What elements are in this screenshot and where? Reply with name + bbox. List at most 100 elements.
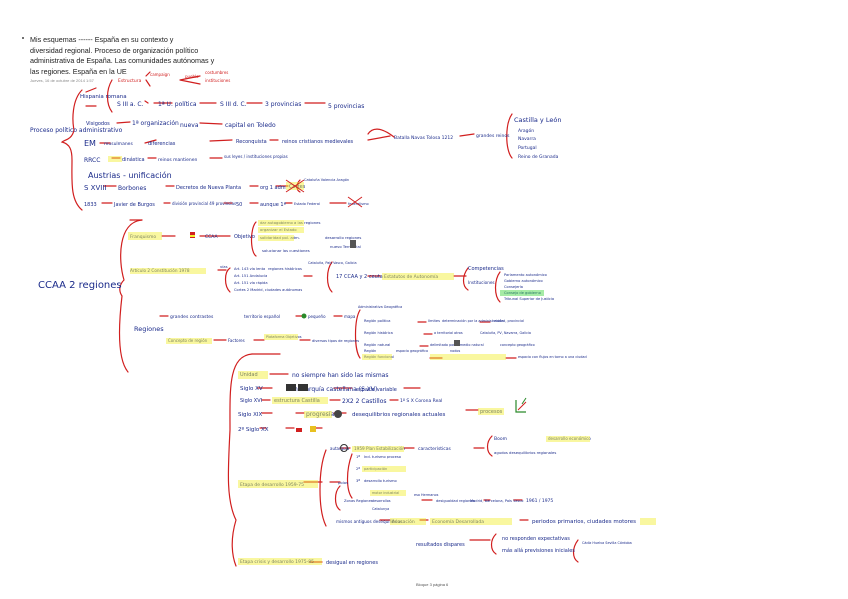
mm-costumbres: costumbres bbox=[205, 70, 228, 75]
mm-instituciones-top: instituciones bbox=[205, 78, 230, 83]
mm-periodos: periodos primarios, ciudades motores bbox=[532, 519, 636, 525]
mm-s3dc: S III d. C. bbox=[220, 101, 247, 108]
mm-root: Proceso político administrativo bbox=[30, 127, 123, 134]
mm-boom: Boom bbox=[494, 436, 507, 442]
mm-ccaa: CCAA bbox=[205, 234, 218, 240]
mm-leyes: sus leyes / instituciones propias bbox=[224, 154, 288, 159]
mm-hispania: Hispania romana bbox=[80, 94, 127, 100]
mm-obj5: solucionar las cuestiones bbox=[262, 248, 310, 253]
mm-v2: Art. 151 Andalucía bbox=[234, 274, 267, 278]
mm-no-responden: no responden expectativas bbox=[502, 536, 570, 542]
mm-zonas: Zonas Regiones bbox=[344, 499, 373, 503]
mm-reconquista: Reconquista bbox=[236, 139, 267, 145]
mm-obj6: nuevo Territorial bbox=[330, 244, 361, 249]
mm-portugal: Portugal bbox=[518, 145, 537, 151]
mm-granada: Reino de Granada bbox=[518, 154, 559, 160]
mm-ese: eso Hermanos bbox=[414, 493, 439, 497]
mm-organizacion: 1ª organización bbox=[132, 120, 179, 127]
mm-diversos: diversos tipos de regiones bbox=[312, 339, 359, 343]
mm-cinco-prov: 5 provincias bbox=[328, 103, 364, 110]
mm-prov1: 1ª U. política bbox=[158, 101, 197, 108]
mm-navarra: Navarra bbox=[518, 136, 536, 142]
mm-batalla: Batalla Navas Tolosa 1212 bbox=[394, 135, 453, 141]
mm-p2: 2ª bbox=[356, 467, 360, 471]
mm-s3: S III a. C. bbox=[117, 101, 144, 108]
mm-reinos-mantienen: reinos mantienen bbox=[158, 157, 198, 163]
mm-inst1: Parlamento autonómico bbox=[504, 273, 547, 277]
mm-espacio: espacio geográfico bbox=[396, 349, 428, 353]
mm-industrial: Ind. turismo proceso bbox=[364, 455, 401, 459]
mm-resultados: resultados dispares bbox=[416, 542, 465, 548]
mm-geografica: Administrativa Geográfica bbox=[358, 305, 402, 309]
mm-javier: Javier de Burgos bbox=[113, 202, 155, 208]
mm-pequeno: pequeño bbox=[308, 314, 326, 319]
mm-competencias: Competencias bbox=[468, 266, 504, 272]
mm-austrias: Austrias - unificación bbox=[88, 170, 172, 180]
mm-cincuenta: 50 bbox=[236, 202, 242, 208]
mm-catalunya: Catalunya bbox=[372, 507, 389, 511]
mm-cataluna: Cataluña, País Vasco, Galicia bbox=[308, 261, 357, 265]
mm-aunque: aunque 1ª bbox=[260, 202, 287, 208]
mm-reinos: reinos cristianos medievales bbox=[282, 139, 354, 145]
mm-gdm: desarrollos bbox=[372, 499, 391, 503]
mm-division: división provincial 49 provincias bbox=[172, 201, 236, 206]
mm-desequilibrios: desequilibrios regionales actuales bbox=[352, 412, 446, 418]
mm-limites: límites bbox=[428, 319, 440, 323]
mm-dinastica: dinástica bbox=[122, 156, 145, 163]
mm-v4: Cortes 2 Madrid, ciudades autónomas bbox=[234, 288, 302, 292]
mm-mapa: mapa bbox=[344, 314, 356, 319]
mm-cortes-list: Cataluña Valencia Aragón bbox=[304, 178, 349, 182]
mm-cadiz: Cádiz Huelva Sevilla Córdoba bbox=[582, 541, 632, 545]
mm-madrid: Madrid, Barcelona, País Vasco bbox=[470, 499, 524, 503]
mm-pueblo: pueblo bbox=[185, 74, 199, 79]
mm-nueva: nueva bbox=[180, 122, 199, 129]
mm-p1: 1ª bbox=[356, 455, 360, 459]
mm-em: EM bbox=[84, 139, 96, 148]
mm-inst2: Gobierno autonómico bbox=[504, 279, 543, 283]
mm-diferencias: diferencias bbox=[148, 141, 176, 147]
mm-grandes-reinos: grandes reinos bbox=[476, 133, 510, 139]
mm-years: 1961 / 1975 bbox=[526, 498, 553, 504]
mm-reg3: Región natural bbox=[364, 343, 390, 347]
mm-mas-alla: más allá previsiones iniciales bbox=[502, 547, 575, 554]
mm-cataluna2: Cataluña, PV, Navarra, Galicia bbox=[480, 331, 531, 335]
mm-ciudad: ciudad, provincial bbox=[494, 319, 524, 323]
mm-obj4: desarrollo regiones bbox=[325, 235, 361, 240]
mm-cc17: 17 CCAA y 2 ceuta bbox=[336, 274, 383, 280]
mm-concepto-geo: concepto geográfico bbox=[500, 343, 535, 347]
mm-decretos: Decretos de Nueva Planta bbox=[176, 185, 241, 191]
mm-polos: polos bbox=[338, 480, 348, 485]
mm-historicas: a territorial otros bbox=[434, 331, 463, 335]
mm-tres-prov: 3 provincias bbox=[265, 101, 301, 108]
mm-agudos: agudos desequilibrios regionales bbox=[494, 450, 556, 455]
mm-toledo: capital en Toledo bbox=[225, 122, 276, 129]
mm-org: org 1 adm bbox=[260, 185, 286, 191]
mm-regiones: Regiones bbox=[134, 325, 164, 333]
mm-s19: Siglo XIX bbox=[238, 412, 263, 418]
mm-desarrollo-turismo: desarrollo turismo bbox=[364, 479, 397, 483]
mm-espacio-variable: espacio variable bbox=[356, 387, 397, 393]
mm-v3: Art. 151 vía rápida bbox=[234, 281, 268, 285]
mm-p3: 3ª bbox=[356, 479, 360, 483]
mm-estado-federal: Estado Federal bbox=[294, 202, 320, 206]
mm-no-siempre: no siempre han sido las mismas bbox=[292, 372, 388, 379]
mm-s16: Siglo XVI bbox=[240, 398, 262, 404]
mm-regiones-hist: regiones históricas bbox=[268, 267, 302, 271]
mm-espacio-ciudad: espacio con flujos en torno a una ciudad bbox=[518, 355, 587, 359]
mm-1833: 1833 bbox=[84, 202, 97, 208]
mm-inst5: Tribunal Superior de Justicia bbox=[503, 297, 554, 301]
mm-vias: vías bbox=[220, 264, 228, 269]
mm-s20: 2º Siglo XX bbox=[238, 426, 269, 433]
mm-reg4: Región bbox=[364, 349, 376, 353]
mm-grandes: grandes contrastes bbox=[170, 314, 214, 320]
mm-dos-castillos: 2X2 2 Castillos bbox=[342, 398, 387, 405]
mm-estructura: Estructura bbox=[118, 78, 142, 84]
mm-main-topic: CCAA 2 regiones bbox=[38, 280, 122, 291]
mm-factores: Factores bbox=[228, 338, 245, 343]
mm-inst3: Consejería bbox=[504, 285, 523, 289]
page-footer: Bloque 3 página 6 bbox=[416, 582, 448, 587]
mm-s15: Siglo XV bbox=[240, 386, 263, 392]
mm-territorio: territorio español bbox=[244, 314, 280, 319]
mm-instituciones: Instituciones bbox=[468, 280, 495, 285]
